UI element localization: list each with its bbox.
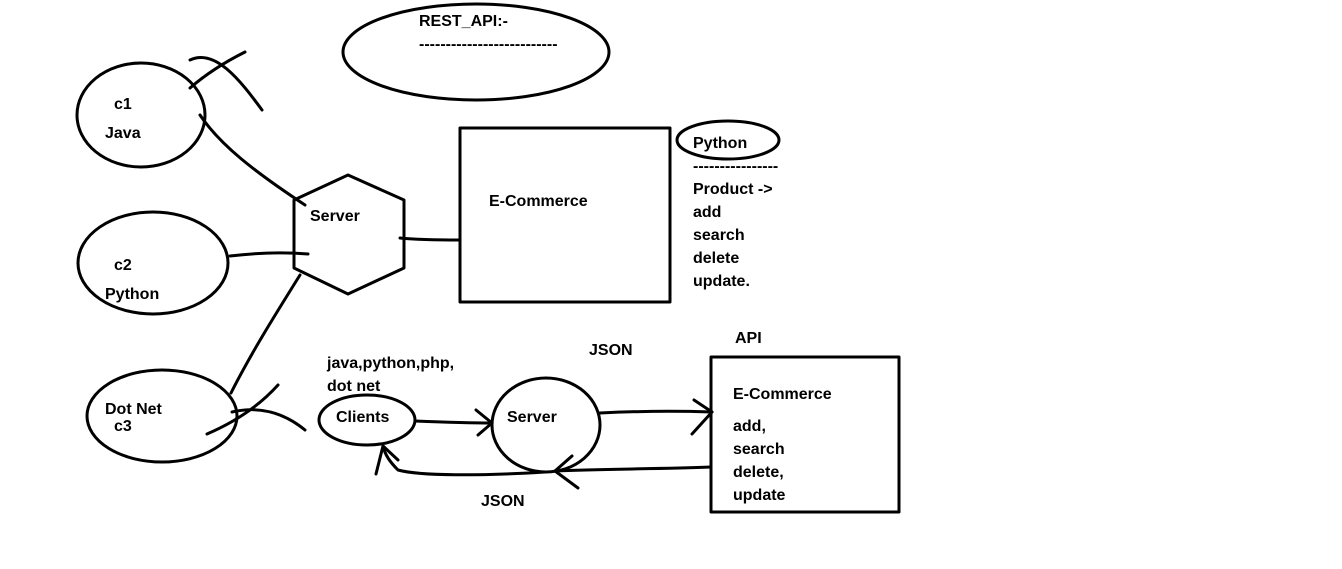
client-langs-line2: dot net bbox=[327, 378, 381, 395]
arrow-server-to-api-head bbox=[690, 398, 714, 436]
title-underline: -------------------------- bbox=[419, 36, 558, 53]
client-langs-line1: java,python,php, bbox=[326, 355, 454, 372]
ecommerce-top-box bbox=[458, 126, 672, 304]
client-c3-lang: Dot Net bbox=[105, 401, 163, 418]
connector-c1-server bbox=[198, 113, 307, 207]
ecommerce-op: update bbox=[733, 487, 786, 504]
title-group: REST_API:- -------------------------- bbox=[341, 2, 611, 102]
client-c2-label: c2 bbox=[114, 257, 132, 274]
python-note: Python ---------------- Product -> add s… bbox=[675, 119, 781, 290]
python-note-divider: ---------------- bbox=[693, 158, 778, 175]
connector-c3-server bbox=[229, 273, 302, 395]
client-c3-ellipse bbox=[85, 368, 239, 464]
arrow-server-to-clients-head bbox=[374, 444, 400, 476]
clients-label: Clients bbox=[336, 409, 389, 426]
python-note-line: update. bbox=[693, 273, 750, 290]
clients-node: Clients bbox=[317, 393, 417, 447]
client-c2-lang: Python bbox=[105, 286, 159, 303]
arrow-api-to-server bbox=[553, 465, 713, 473]
ecommerce-top: E-Commerce bbox=[458, 126, 672, 304]
server-hexagon bbox=[292, 173, 406, 296]
client-c3: Dot Net c3 bbox=[85, 368, 239, 464]
title-text: REST_API:- bbox=[419, 13, 508, 30]
ecommerce-top-label: E-Commerce bbox=[489, 193, 588, 210]
ecommerce-op: add, bbox=[733, 418, 766, 435]
server-bottom: Server bbox=[490, 376, 602, 474]
server-bottom-label: Server bbox=[507, 409, 557, 426]
client-c3-label: c3 bbox=[114, 418, 132, 435]
ecommerce-bottom: E-Commerce add, search delete, update bbox=[709, 355, 901, 514]
client-c1-label: c1 bbox=[114, 96, 132, 113]
json-bottom-label: JSON bbox=[481, 493, 525, 510]
client-c1-ellipse bbox=[75, 61, 207, 169]
ecommerce-op: delete, bbox=[733, 464, 784, 481]
client-c1-lang: Java bbox=[105, 125, 141, 142]
scribble-c3-1 bbox=[230, 408, 307, 432]
api-label: API bbox=[735, 330, 762, 347]
arrow-server-to-clients bbox=[381, 444, 547, 477]
arrow-api-to-server-head bbox=[553, 454, 580, 490]
client-c2: c2 Python bbox=[76, 210, 230, 316]
ecommerce-bottom-box bbox=[709, 355, 901, 514]
title-ellipse bbox=[341, 2, 611, 102]
python-note-line: Product -> bbox=[693, 181, 773, 198]
python-note-title: Python bbox=[693, 135, 747, 152]
python-note-line: delete bbox=[693, 250, 739, 267]
python-note-line: search bbox=[693, 227, 745, 244]
python-note-line: add bbox=[693, 204, 721, 221]
json-top-label: JSON bbox=[589, 342, 633, 359]
client-c2-ellipse bbox=[76, 210, 230, 316]
server-top-label: Server bbox=[310, 208, 360, 225]
connector-c2-server bbox=[228, 251, 310, 258]
arrow-server-to-api bbox=[598, 409, 714, 415]
scribble-c1-top bbox=[188, 56, 264, 112]
client-c1: c1 Java bbox=[75, 61, 207, 169]
arrow-clients-to-server bbox=[413, 419, 494, 425]
scribble-c1-top-2 bbox=[188, 50, 247, 90]
python-ellipse bbox=[675, 119, 781, 161]
ecommerce-bottom-title: E-Commerce bbox=[733, 386, 832, 403]
connector-server-ecommerce bbox=[398, 236, 462, 242]
server-top: Server bbox=[292, 173, 406, 296]
scribble-c3-2 bbox=[205, 383, 280, 436]
ecommerce-op: search bbox=[733, 441, 785, 458]
